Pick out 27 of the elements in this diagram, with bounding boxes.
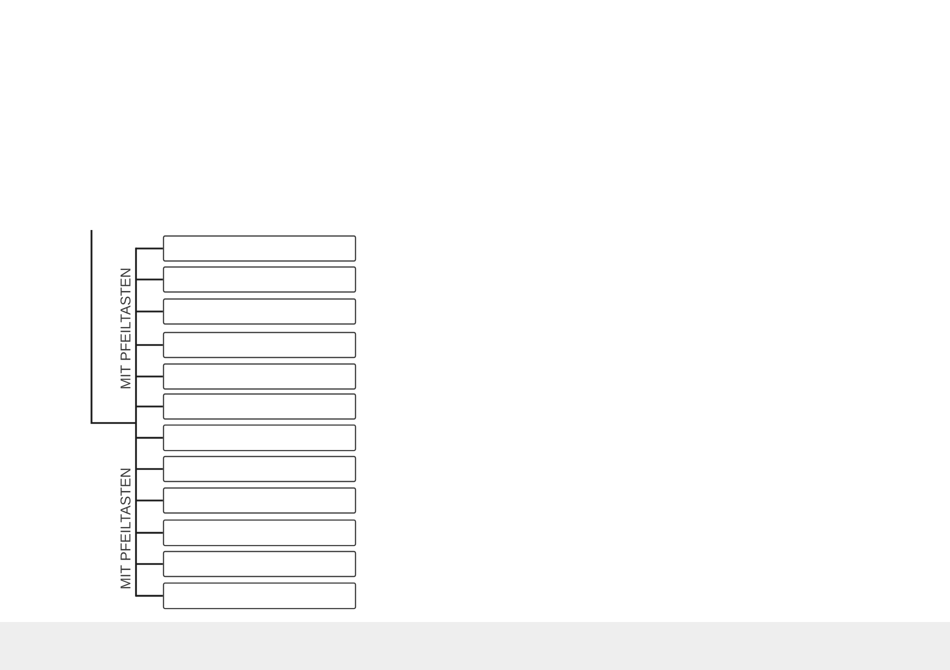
blank-box (162, 550, 356, 578)
blank-box (162, 456, 356, 482)
blank-box (162, 487, 356, 514)
blank-box (162, 393, 356, 420)
connector-line (136, 248, 163, 250)
connector-line (136, 468, 163, 470)
connector-line (136, 594, 163, 597)
group-label: MIT PFEILTASTEN (120, 268, 131, 388)
blank-box (162, 424, 356, 452)
connector-line (136, 344, 163, 346)
connector-line (136, 436, 163, 439)
blank-box (162, 582, 356, 610)
blank-box (162, 298, 356, 325)
blank-box (162, 332, 356, 358)
blank-box (162, 363, 356, 390)
blank-box (162, 266, 356, 293)
connector-line (90, 229, 137, 598)
connector-line (136, 500, 163, 502)
connector-line (136, 406, 163, 408)
connector-line (136, 278, 163, 280)
connector-line (136, 563, 163, 565)
blank-box (162, 235, 356, 262)
group-label: MIT PFEILTASTEN (120, 468, 131, 588)
connector-line (136, 376, 163, 378)
connector-line (136, 310, 163, 312)
connector-line (136, 532, 163, 534)
blank-box (162, 519, 356, 546)
